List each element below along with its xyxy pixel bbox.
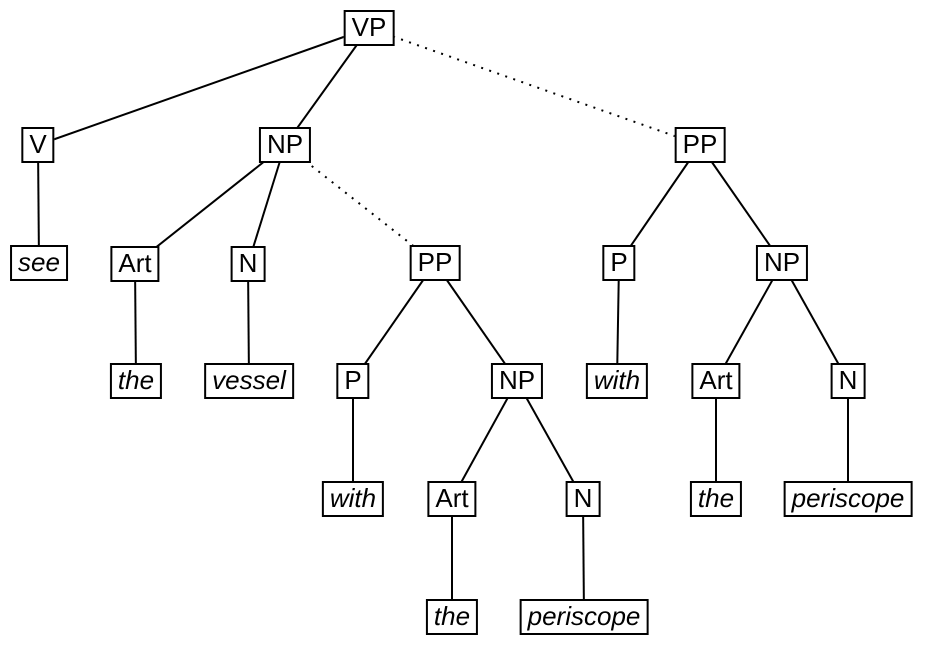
edge-np2-n2 bbox=[516, 380, 584, 500]
node-np3: NP bbox=[755, 245, 809, 281]
node-the2: the bbox=[425, 599, 479, 635]
node-n3: N bbox=[830, 363, 866, 399]
node-n2: N bbox=[565, 481, 601, 517]
node-pp3: PP bbox=[674, 127, 726, 163]
edge-pp2-p2 bbox=[352, 262, 436, 382]
node-periscope2: periscope bbox=[519, 599, 649, 635]
node-v: V bbox=[21, 127, 55, 163]
edge-pp2-np2 bbox=[434, 262, 518, 382]
edge-pp3-p3 bbox=[618, 144, 701, 264]
edge-np3-art3 bbox=[715, 262, 783, 382]
edge-vp-np1 bbox=[284, 27, 370, 146]
node-see: see bbox=[10, 245, 68, 281]
node-vp: VP bbox=[343, 10, 395, 46]
node-art1: Art bbox=[110, 246, 160, 282]
node-np2: NP bbox=[490, 363, 544, 399]
node-pp2: PP bbox=[409, 245, 461, 281]
edge-np1-n1 bbox=[247, 144, 286, 265]
edge-n1-vessel bbox=[247, 263, 250, 382]
node-art2: Art bbox=[427, 481, 477, 517]
edge-pp3-np3 bbox=[699, 144, 783, 264]
node-with2: with bbox=[321, 481, 385, 517]
edge-vp-v bbox=[37, 27, 370, 146]
node-with3: with bbox=[585, 363, 649, 399]
node-periscope3: periscope bbox=[783, 481, 913, 517]
node-p2: P bbox=[336, 363, 370, 399]
node-np1: NP bbox=[258, 127, 312, 163]
edge-n2-periscope2 bbox=[582, 498, 585, 618]
edge-np3-n3 bbox=[781, 262, 849, 382]
edge-np1-pp2-dotted bbox=[284, 144, 436, 264]
node-p3: P bbox=[602, 245, 636, 281]
node-vessel: vessel bbox=[204, 363, 294, 399]
node-the3: the bbox=[689, 481, 743, 517]
edge-np1-art1 bbox=[134, 144, 286, 265]
node-art3: Art bbox=[691, 363, 741, 399]
node-n1: N bbox=[230, 246, 266, 282]
edge-art1-the1 bbox=[134, 263, 137, 382]
node-the1: the bbox=[109, 363, 163, 399]
edge-np2-art2 bbox=[451, 380, 518, 500]
edge-v-see bbox=[37, 144, 40, 264]
edge-p3-with3 bbox=[616, 262, 620, 382]
